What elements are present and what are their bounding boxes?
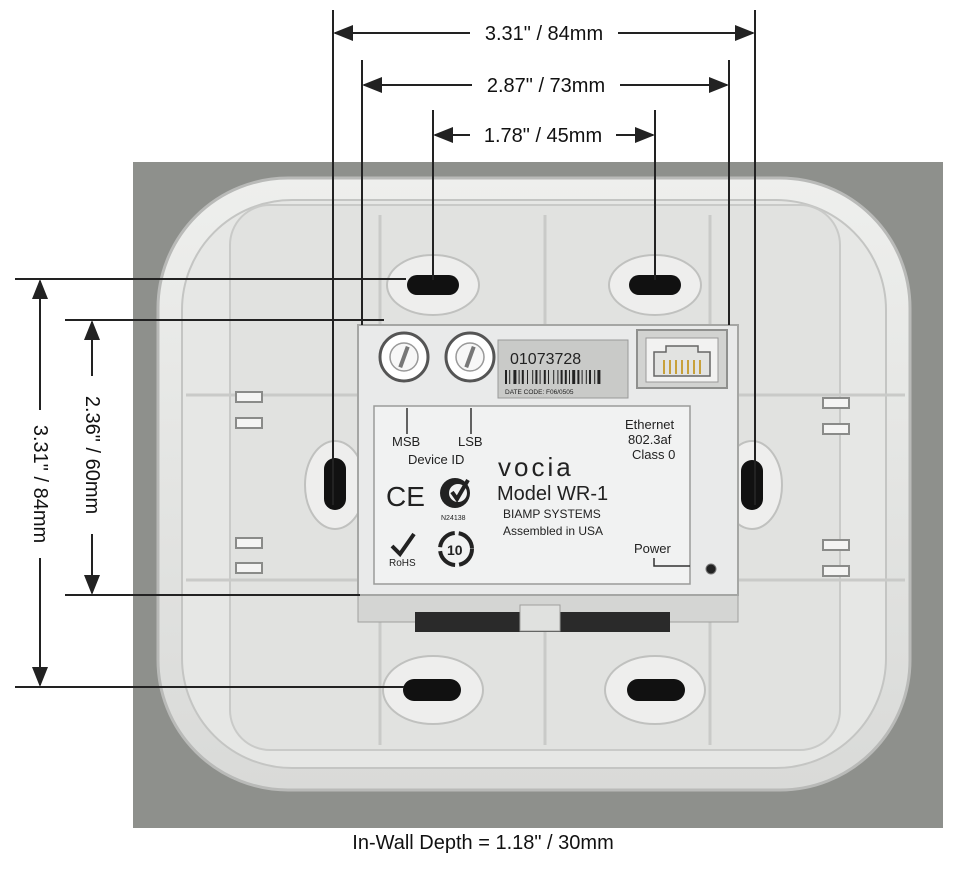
c-tick-code: N24138 — [441, 515, 466, 522]
ce-mark: CE — [386, 481, 425, 512]
power-label: Power — [634, 541, 672, 556]
msb-label: MSB — [392, 434, 420, 449]
ethernet-line-1: Ethernet — [625, 417, 675, 432]
extension-lines — [15, 10, 756, 688]
brand-logo: vocia — [498, 452, 574, 482]
manufacturer: BIAMP SYSTEMS — [503, 507, 601, 521]
ethernet-port — [636, 329, 728, 389]
recycle-10-icon — [438, 531, 474, 567]
lsb-label: LSB — [458, 434, 483, 449]
rohs-label: RoHS — [389, 558, 416, 569]
serial-label — [497, 339, 629, 399]
dim-left-inner: 2.36" / 60mm — [81, 396, 103, 514]
lsb-rotary-switch — [444, 331, 496, 383]
model-name: Model WR-1 — [497, 483, 608, 505]
wr1-module: 01073728 DATE CODE: F06/0505 MSB LSB Dev… — [357, 324, 739, 632]
serial-number: 01073728 — [510, 351, 581, 368]
barcode — [505, 370, 601, 384]
dimension-arrows — [32, 25, 755, 687]
dim-left-outer: 3.31" / 84mm — [29, 425, 51, 543]
c-tick-icon — [440, 478, 470, 508]
assembled-in: Assembled in USA — [503, 524, 603, 538]
dim-top-inner: 1.78" / 45mm — [484, 125, 602, 147]
power-led — [705, 563, 717, 575]
ethernet-line-2: 802.3af — [628, 432, 672, 447]
recycle-number: 10 — [447, 542, 463, 558]
rohs-check-icon — [390, 532, 416, 558]
msb-rotary-switch — [378, 331, 430, 383]
dim-top-outer: 3.31" / 84mm — [485, 23, 603, 45]
device-id-label: Device ID — [408, 452, 464, 467]
date-code: DATE CODE: F06/0505 — [505, 389, 574, 396]
ethernet-line-3: Class 0 — [632, 447, 675, 462]
dim-top-middle: 2.87" / 73mm — [487, 75, 605, 97]
in-wall-depth-caption: In-Wall Depth = 1.18" / 30mm — [352, 832, 614, 854]
